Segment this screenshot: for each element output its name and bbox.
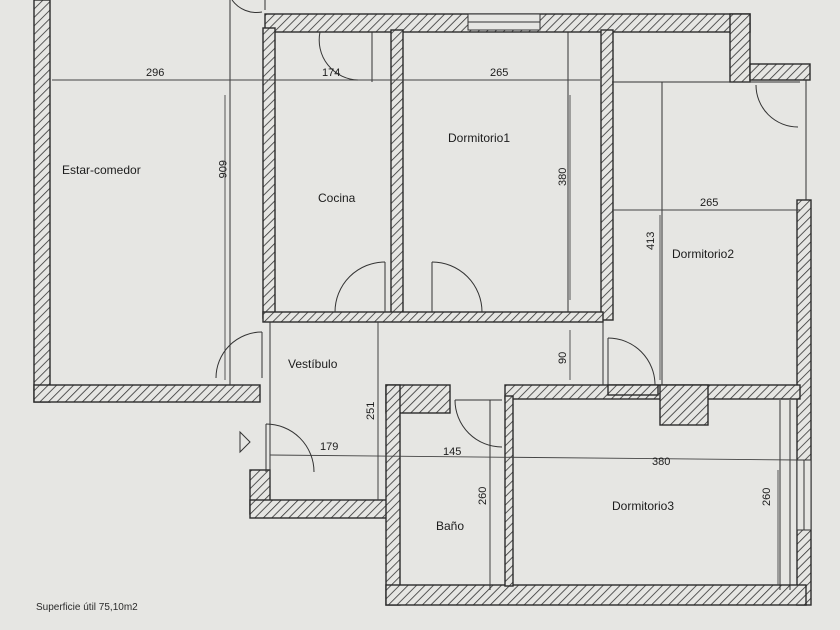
dim-bano-depth: 260 — [477, 487, 489, 505]
surface-note: Superficie útil 75,10m2 — [36, 602, 138, 613]
windows — [467, 13, 812, 531]
dim-174: 174 — [322, 67, 340, 79]
door-estar — [215, 331, 263, 379]
room-label-dormitorio3: Dormitorio3 — [612, 499, 674, 513]
dim-hall-90: 90 — [557, 352, 569, 364]
dimension-lines — [52, 79, 799, 585]
dim-dorm2-depth: 413 — [645, 232, 657, 250]
room-label-dormitorio1: Dormitorio1 — [448, 131, 510, 145]
door-terrace — [755, 84, 799, 128]
room-label-cocina: Cocina — [318, 191, 356, 205]
door-kitchen — [334, 261, 386, 313]
room-label-estar: Estar-comedor — [62, 163, 141, 177]
dim-dorm1-width: 265 — [490, 67, 508, 79]
door-top-left — [231, 0, 263, 13]
door-entrance — [265, 423, 315, 473]
dim-dorm3-depth: 260 — [761, 488, 773, 506]
dim-dorm1-depth: 380 — [557, 168, 569, 186]
door-dorm2 — [607, 337, 656, 386]
dim-vest-depth: 251 — [365, 402, 377, 420]
door-dorm1 — [431, 261, 483, 313]
room-label-bano: Baño — [436, 519, 464, 533]
entrance-arrow-icon — [239, 430, 251, 454]
dim-estar-depth: 606 — [216, 160, 228, 178]
room-label-vestibulo: Vestíbulo — [288, 357, 338, 371]
room-label-dormitorio2: Dormitorio2 — [672, 247, 734, 261]
dim-dorm2-width: 265 — [700, 197, 718, 209]
dim-estar-width: 296 — [146, 67, 164, 79]
doors — [215, 0, 799, 473]
dim-bano-width: 145 — [443, 446, 461, 458]
dim-dorm3-width: 380 — [652, 456, 670, 468]
door-kitchen-top — [318, 31, 359, 81]
door-bano — [454, 399, 503, 448]
dim-vest-width: 179 — [320, 441, 338, 453]
